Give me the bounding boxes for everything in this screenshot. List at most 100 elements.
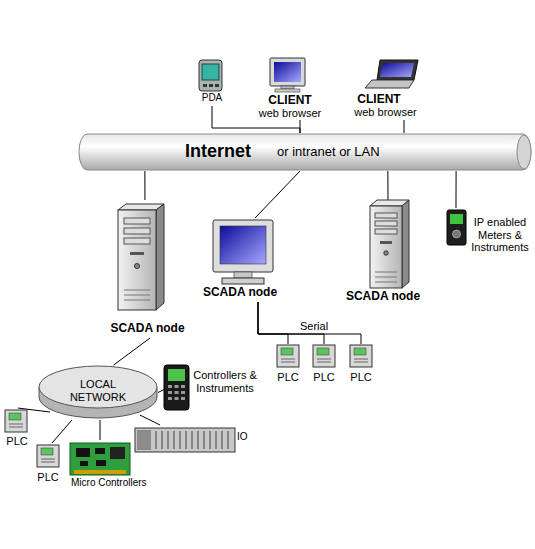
ip-meter-icon bbox=[447, 210, 466, 245]
network-link bbox=[140, 415, 160, 425]
network-link bbox=[455, 171, 456, 208]
server-tower-icon bbox=[375, 272, 397, 273]
plc-icon bbox=[9, 427, 23, 428]
node-label: PDA bbox=[192, 92, 232, 104]
node-label: Controllers & Instruments bbox=[193, 369, 257, 394]
node-label: SCADA node bbox=[105, 322, 190, 336]
server-tower-icon bbox=[370, 200, 409, 288]
io-rack bbox=[135, 428, 235, 452]
server-tower-icon bbox=[124, 238, 150, 244]
server-tower-icon bbox=[124, 290, 150, 291]
network-link bbox=[300, 120, 301, 133]
server-tower-icon bbox=[370, 206, 402, 288]
controller-icon bbox=[168, 369, 185, 381]
server-tower-icon bbox=[402, 200, 409, 288]
desktop-monitor-icon bbox=[270, 58, 305, 92]
laptop-icon bbox=[365, 80, 414, 88]
server-tower-icon bbox=[375, 277, 397, 278]
laptop-icon bbox=[380, 63, 414, 77]
disc-shape bbox=[39, 366, 157, 408]
io-rack bbox=[216, 431, 217, 449]
controller-icon bbox=[181, 397, 185, 400]
plc-icon bbox=[277, 345, 299, 367]
plc-icon bbox=[41, 462, 55, 463]
plc-icon bbox=[317, 362, 331, 363]
microcontroller-board bbox=[74, 470, 126, 474]
network-link bbox=[158, 390, 164, 393]
controller-icon bbox=[181, 391, 185, 394]
network-link bbox=[52, 420, 72, 443]
node-label: IP enabled Meters & Instruments bbox=[469, 216, 531, 254]
plc-icon bbox=[37, 445, 59, 467]
device-node: PLC bbox=[345, 344, 377, 386]
node-label: Internet bbox=[185, 141, 280, 162]
node-label: SCADA node bbox=[342, 290, 424, 304]
server-tower-icon bbox=[384, 251, 388, 255]
plc-icon bbox=[9, 413, 21, 420]
laptop-icon bbox=[377, 60, 418, 80]
server-tower-icon bbox=[124, 295, 150, 296]
ip-meter-icon bbox=[453, 230, 461, 238]
node-label: PLC bbox=[2, 435, 32, 448]
node-label: CLIENT bbox=[255, 94, 325, 108]
scada-desktop-icon bbox=[213, 220, 273, 272]
network-link bbox=[387, 171, 388, 200]
network-disc: LOCAL NETWORK bbox=[38, 365, 158, 420]
network-link bbox=[100, 420, 101, 440]
node-label: PLC bbox=[308, 371, 340, 384]
network-link bbox=[258, 302, 361, 344]
controller-icon bbox=[164, 365, 189, 410]
microcontroller-board bbox=[70, 443, 130, 475]
device-node: SCADA node bbox=[105, 200, 190, 338]
network-band: Internetor intranet or LAN bbox=[78, 133, 533, 171]
network-link bbox=[258, 302, 288, 344]
server-tower-icon bbox=[124, 228, 150, 234]
microcontroller-board bbox=[76, 448, 90, 457]
io-rack bbox=[210, 431, 211, 449]
microcontroller-board bbox=[80, 461, 88, 466]
band-shape bbox=[79, 134, 531, 170]
ip-meter-icon bbox=[447, 210, 466, 245]
pda-icon bbox=[209, 84, 213, 87]
scada-desktop-icon bbox=[234, 272, 252, 278]
scada-desktop-icon bbox=[222, 278, 264, 284]
bus-label: Serial bbox=[300, 320, 340, 333]
io-rack bbox=[137, 430, 151, 450]
server-tower-icon bbox=[375, 213, 397, 218]
plc-icon bbox=[354, 362, 368, 363]
plc-icon bbox=[41, 459, 55, 460]
pda-icon bbox=[202, 64, 219, 80]
node-label: LOCAL NETWORK bbox=[58, 378, 138, 403]
pda-icon bbox=[199, 60, 222, 91]
plc-icon bbox=[317, 359, 331, 360]
device-node: PLC bbox=[272, 344, 304, 386]
device-node: PDA bbox=[192, 58, 232, 106]
server-tower-icon bbox=[118, 204, 164, 310]
server-tower-icon bbox=[130, 252, 144, 255]
server-tower-icon bbox=[156, 204, 164, 310]
io-rack bbox=[156, 431, 157, 449]
network-link bbox=[404, 120, 405, 133]
microcontroller-board bbox=[110, 447, 125, 459]
device-node: CLIENTweb browser bbox=[255, 55, 325, 120]
plc-icon bbox=[354, 348, 366, 355]
io-rack bbox=[174, 431, 175, 449]
io-rack bbox=[180, 431, 181, 449]
plc-icon bbox=[9, 424, 23, 425]
plc-icon bbox=[41, 448, 53, 455]
microcontroller-board bbox=[95, 448, 105, 454]
node-label: PLC bbox=[272, 371, 304, 384]
node-label: PLC bbox=[32, 471, 64, 484]
device-node: PLC bbox=[2, 408, 32, 448]
plc-icon bbox=[313, 345, 335, 367]
server-tower-icon bbox=[375, 221, 397, 226]
server-tower-icon bbox=[375, 229, 397, 234]
scada-desktop-icon bbox=[213, 220, 273, 284]
controller-icon bbox=[175, 397, 179, 400]
controller-icon bbox=[175, 385, 179, 388]
io-rack bbox=[168, 431, 169, 449]
pda-icon bbox=[203, 84, 207, 87]
pda-icon bbox=[215, 84, 219, 87]
io-rack bbox=[186, 431, 187, 449]
